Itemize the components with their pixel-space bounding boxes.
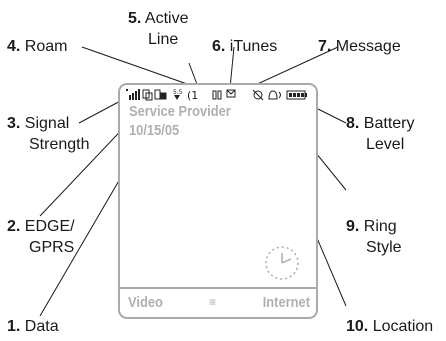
softkey-bar: Video ≡ Internet <box>120 287 316 317</box>
battery-icon <box>286 90 307 100</box>
callout-itunes: 6. iTunes <box>212 38 278 55</box>
svg-text:(1: (1 <box>187 89 198 102</box>
callout-data: 1. Data <box>7 318 59 335</box>
leader-itunes <box>229 46 235 89</box>
callout-roam: 4. Roam <box>7 38 68 55</box>
edge-gprs-icon <box>142 89 153 101</box>
softkey-internet[interactable]: Internet <box>262 294 310 311</box>
date-label: 10/15/05 <box>129 122 180 139</box>
itunes-icon <box>212 90 222 100</box>
callout-battery-level: 8. Battery Level <box>346 115 415 153</box>
message-icon <box>226 89 236 98</box>
data-icon <box>154 89 167 100</box>
leader-roam <box>81 46 191 86</box>
menu-icon[interactable]: ≡ <box>209 295 217 309</box>
softkey-video[interactable]: Video <box>128 294 163 311</box>
service-provider-label: Service Provider <box>129 103 231 120</box>
status-bar: 5.5 (1 <box>126 89 307 102</box>
phone-screen: 5.5 (1 Service Pro <box>118 83 318 319</box>
location-icon <box>252 89 264 101</box>
callout-signal-strength: 3. Signal Strength <box>7 115 90 153</box>
callout-location: 10. Location <box>346 318 434 335</box>
roam-icon: 5.5 <box>173 89 183 100</box>
callout-active-line: 5. Active Line <box>128 10 189 48</box>
callout-ring-style: 9. Ring Style <box>346 218 402 256</box>
signal-strength-icon <box>126 89 140 100</box>
ring-style-icon <box>268 90 281 100</box>
svg-text:5.5: 5.5 <box>173 89 183 96</box>
callout-message: 7. Message <box>318 38 401 55</box>
active-line-icon: (1 <box>187 89 198 102</box>
callout-edge-gprs: 2. EDGE/ GPRS <box>7 218 75 256</box>
clock-icon <box>265 246 299 280</box>
